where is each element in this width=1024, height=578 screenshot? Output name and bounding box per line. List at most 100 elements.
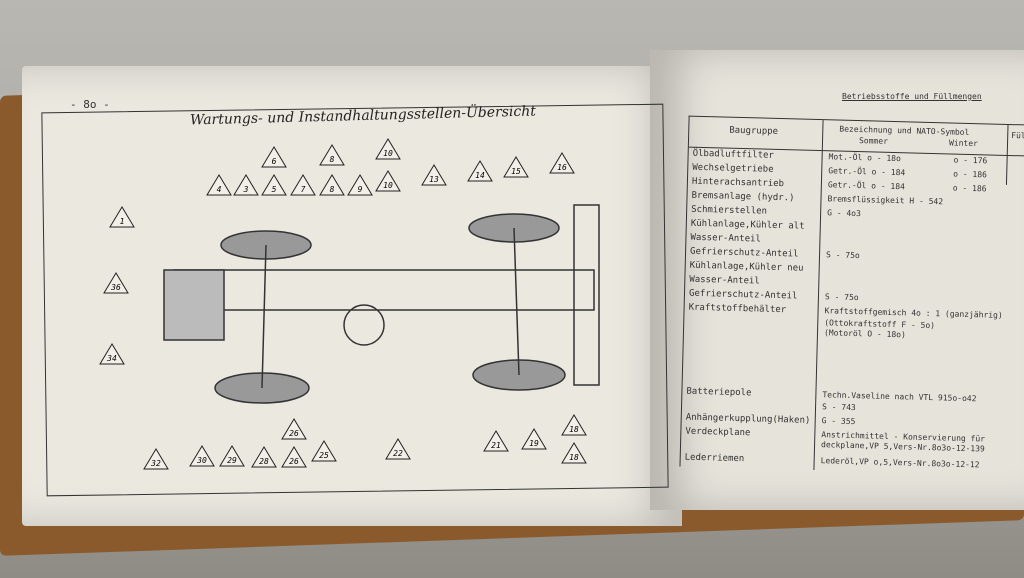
callout-triangle <box>347 174 373 196</box>
row-group: Wasser-Anteil <box>689 274 760 287</box>
row-group: Kühlanlage,Kühler neu <box>689 260 804 274</box>
callout-label: 8 <box>330 155 335 164</box>
row-group: Bremsanlage (hydr.) <box>691 190 795 204</box>
row-group: Schmierstellen <box>691 204 768 217</box>
callout-label: 10 <box>383 149 393 158</box>
callout-label: 6 <box>272 157 277 166</box>
callout-triangle <box>261 146 287 168</box>
row-summer: (Motoröl O - 18o) <box>823 328 906 340</box>
row-summer: Bremsflüssigkeit H - 542 <box>827 194 944 207</box>
callout-label: 26 <box>289 457 299 466</box>
row-summer: S - 75o <box>825 250 860 261</box>
header-summer: Sommer <box>858 136 889 146</box>
page-number: - 8o - <box>70 98 110 111</box>
row-summer: Mot.-Öl o - 18o <box>828 152 901 164</box>
callout-triangle <box>251 446 277 468</box>
row-group: Kraftstoffbehälter <box>688 302 787 316</box>
callout-label: 10 <box>383 181 393 190</box>
row-group: Ölbadluftfilter <box>692 148 775 161</box>
steering-wheel <box>343 304 385 346</box>
callout-label: 25 <box>319 451 329 460</box>
row-group: Kühlanlage,Kühler alt <box>690 218 805 232</box>
callout-label: 21 <box>491 441 501 450</box>
row-winter: o - 186 <box>952 183 987 194</box>
row-group: Gefrierschutz-Anteil <box>689 246 799 260</box>
header-group: Baugruppe <box>729 125 779 137</box>
callout-label: 4 <box>217 185 222 194</box>
callout-label: 15 <box>511 167 521 176</box>
row-group: Verdeckplane <box>685 426 751 439</box>
lubricants-table: Baugruppe Bezeichnung und NATO-Symbol So… <box>679 115 1024 476</box>
callout-triangle <box>206 174 232 196</box>
row-winter: o - 186 <box>953 169 988 180</box>
row-summer: G - 4o3 <box>827 208 861 219</box>
row-group: Wasser-Anteil <box>690 232 762 245</box>
row-winter: o - 176 <box>953 155 988 166</box>
callout-triangle <box>467 160 493 182</box>
callout-triangle <box>503 156 529 178</box>
callout-triangle <box>143 448 169 470</box>
callout-label: 26 <box>289 429 299 438</box>
callout-triangle <box>319 174 345 196</box>
row-summer: G - 355 <box>821 416 856 427</box>
callout-triangle <box>281 446 307 468</box>
right-page <box>650 50 1024 510</box>
callout-label: 14 <box>475 171 485 180</box>
callout-triangle <box>311 440 337 462</box>
callout-label: 9 <box>358 185 363 194</box>
callout-triangle <box>319 144 345 166</box>
row-summer: S - 75o <box>824 292 859 303</box>
callout-triangle <box>521 428 547 450</box>
callout-label: 22 <box>393 449 403 458</box>
callout-label: 3 <box>243 185 249 194</box>
callout-triangle <box>290 174 316 196</box>
callout-triangle <box>421 164 447 186</box>
callout-triangle <box>561 414 587 436</box>
row-group: Wechselgetriebe <box>692 162 774 175</box>
callout-label: 34 <box>106 354 117 363</box>
row-group: Anhängerkupplung(Haken) <box>685 412 811 426</box>
row-group: Batteriepole <box>686 386 752 399</box>
callout-triangle <box>103 272 129 294</box>
row-summer: Getr.-Öl o - 184 <box>828 166 906 178</box>
callout-label: 28 <box>259 457 269 466</box>
engine <box>163 269 225 341</box>
callout-triangle <box>189 445 215 467</box>
callout-label: 18 <box>569 453 579 462</box>
callout-triangle <box>219 445 245 467</box>
callout-label: 16 <box>557 163 567 172</box>
rear-panel <box>573 204 600 386</box>
callout-label: 7 <box>301 185 306 194</box>
callout-triangle <box>109 206 135 228</box>
callout-triangle <box>375 138 401 160</box>
row-group: Lederriemen <box>684 452 745 465</box>
callout-triangle <box>549 152 575 174</box>
callout-label: 36 <box>110 283 121 292</box>
row-group: Gefrierschutz-Anteil <box>688 288 798 302</box>
row-group: Hinterachsantrieb <box>691 176 785 190</box>
row-summer: Lederöl,VP o,5,Vers-Nr.8o3o-12-12 <box>820 456 980 470</box>
callout-triangle <box>375 170 401 192</box>
callout-triangle <box>385 438 411 460</box>
header-winter: Winter <box>948 138 979 149</box>
chassis-frame <box>173 269 595 311</box>
callout-triangle <box>233 174 259 196</box>
callout-label: 19 <box>529 439 539 448</box>
table-title: Betriebsstoffe und Füllmengen <box>842 92 982 101</box>
callout-label: 18 <box>569 425 579 434</box>
callout-label: 8 <box>330 185 335 194</box>
row-summer: S - 743 <box>821 402 856 413</box>
row-summer: Getr.-Öl o - 184 <box>827 180 906 192</box>
callout-label: 29 <box>227 456 237 465</box>
callout-label: 5 <box>272 185 277 194</box>
callout-triangle <box>281 418 307 440</box>
row-summer: Kraftstoffgemisch 4o : 1 (ganzjährig) <box>824 306 1003 320</box>
callout-triangle <box>483 430 509 452</box>
header-fill: Füll L <box>1011 131 1024 141</box>
callout-label: 1 <box>120 217 125 226</box>
callout-label: 32 <box>150 459 161 468</box>
callout-triangle <box>99 343 125 365</box>
row-summer: Techn.Vaseline nach VTL 915o-o42 <box>822 390 977 404</box>
callout-triangle <box>261 174 287 196</box>
